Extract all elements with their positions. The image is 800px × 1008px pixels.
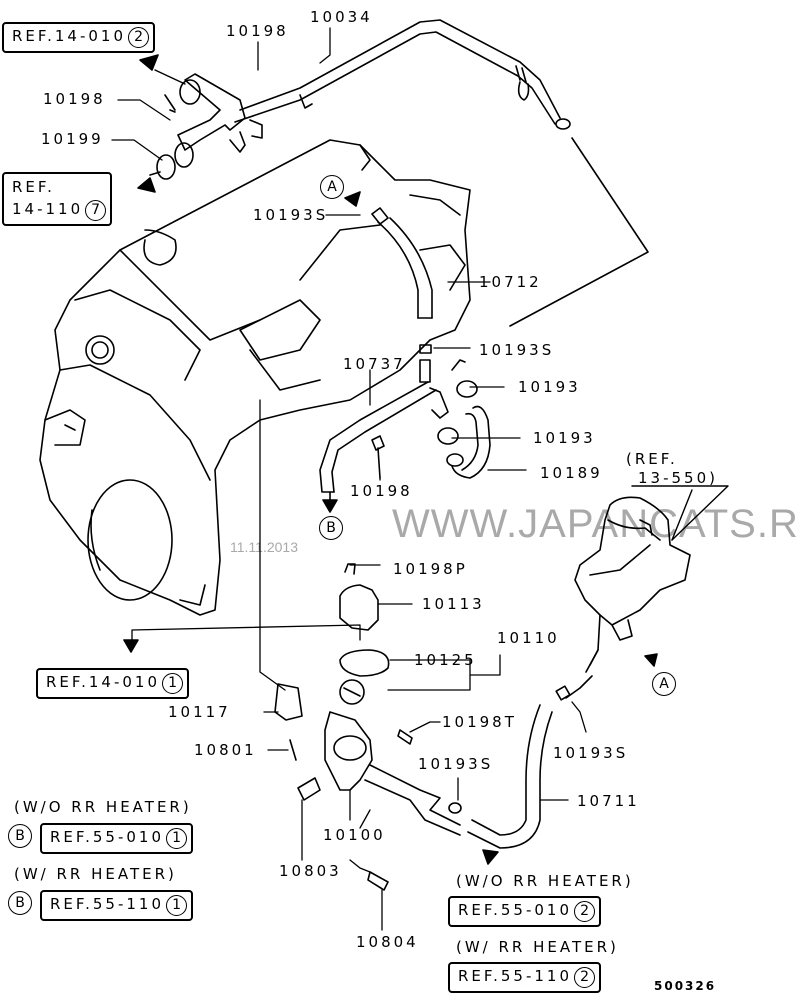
ref-text-line1: REF.	[12, 178, 55, 196]
part-label-10125[interactable]: 10125	[414, 651, 477, 669]
part-label-10193s[interactable]: 10193S	[253, 206, 329, 224]
ref-text: REF.14-010	[46, 673, 161, 691]
callout-a-right[interactable]: A	[652, 672, 676, 696]
ref-13-550[interactable]: (REF. 13-550)	[626, 450, 718, 488]
note-w-rr-heater-right: (W/ RR HEATER)	[456, 938, 619, 956]
note-wo-rr-heater-left: (W/O RR HEATER)	[14, 798, 192, 816]
part-label-10804[interactable]: 10804	[356, 933, 419, 951]
part-label-10803[interactable]: 10803	[279, 862, 342, 880]
hose-10711	[467, 649, 599, 849]
drawing-code: 500326	[654, 979, 717, 993]
part-label-10193s[interactable]: 10193S	[553, 744, 629, 762]
part-label-10189[interactable]: 10189	[540, 464, 603, 482]
hose-10189	[437, 359, 491, 479]
engine-block	[39, 139, 471, 616]
callout-a-top[interactable]: A	[320, 175, 344, 199]
part-label-10198[interactable]: 10198	[226, 22, 289, 40]
ref-number-circle: 2	[574, 901, 596, 922]
water-pipe-10034	[234, 19, 571, 130]
part-label-10117[interactable]: 10117	[168, 703, 231, 721]
bolt-10198-mid	[371, 435, 385, 479]
watermark-text: WWW.JAPANCATS.RU	[392, 502, 800, 546]
part-label-10198[interactable]: 10198	[43, 90, 106, 108]
ref-number-circle: 1	[166, 828, 188, 849]
ref-text: REF.55-110	[458, 967, 573, 985]
leader-lines	[111, 27, 587, 931]
part-label-10801[interactable]: 10801	[194, 741, 257, 759]
note-w-rr-heater-left: (W/ RR HEATER)	[14, 865, 177, 883]
part-label-10034[interactable]: 10034	[310, 8, 373, 26]
ref-text-line1: (REF.	[626, 450, 678, 468]
ref-text-line2: 14-110	[12, 199, 84, 218]
ref-number-circle: 7	[85, 199, 107, 221]
part-label-10100[interactable]: 10100	[323, 826, 386, 844]
flow-arrows	[123, 54, 658, 865]
ref-text-line2: 13-550)	[638, 468, 718, 487]
callout-b-left-w[interactable]: B	[8, 891, 32, 915]
note-wo-rr-heater-right: (W/O RR HEATER)	[456, 872, 634, 890]
ref-number-circle: 1	[162, 673, 184, 694]
part-label-10737[interactable]: 10737	[343, 355, 406, 373]
part-label-10193[interactable]: 10193	[533, 429, 596, 447]
callout-b-left-wo[interactable]: B	[8, 824, 32, 848]
ref-number-circle: 1	[166, 895, 188, 916]
part-label-10113[interactable]: 10113	[422, 595, 485, 613]
part-label-10193s[interactable]: 10193S	[479, 341, 555, 359]
leader-10034-to-10712	[509, 137, 649, 327]
hose-fitting	[149, 69, 263, 180]
ref-number-circle: 2	[128, 27, 150, 48]
ref-text: REF.55-010	[50, 828, 165, 846]
throttle-body	[574, 485, 729, 666]
ref-text: REF.14-010	[12, 27, 127, 45]
thermostat-housing	[274, 563, 462, 891]
watermark-date: 11.11.2013	[230, 539, 298, 555]
pipe-10737	[319, 381, 449, 493]
ref-text: REF.55-110	[50, 895, 165, 913]
part-label-10110[interactable]: 10110	[497, 629, 560, 647]
callout-b-mid[interactable]: B	[319, 516, 343, 540]
hose-10712	[371, 207, 433, 383]
ref-text: REF.55-010	[458, 901, 573, 919]
part-label-10198t[interactable]: 10198T	[442, 713, 517, 731]
part-label-10712[interactable]: 10712	[479, 273, 542, 291]
part-label-10198[interactable]: 10198	[350, 482, 413, 500]
part-label-10199[interactable]: 10199	[41, 130, 104, 148]
part-label-10193[interactable]: 10193	[518, 378, 581, 396]
ref-number-circle: 2	[574, 967, 596, 988]
part-label-10711[interactable]: 10711	[577, 792, 640, 810]
part-label-10193s[interactable]: 10193S	[418, 755, 494, 773]
part-label-10198p[interactable]: 10198P	[393, 560, 468, 578]
